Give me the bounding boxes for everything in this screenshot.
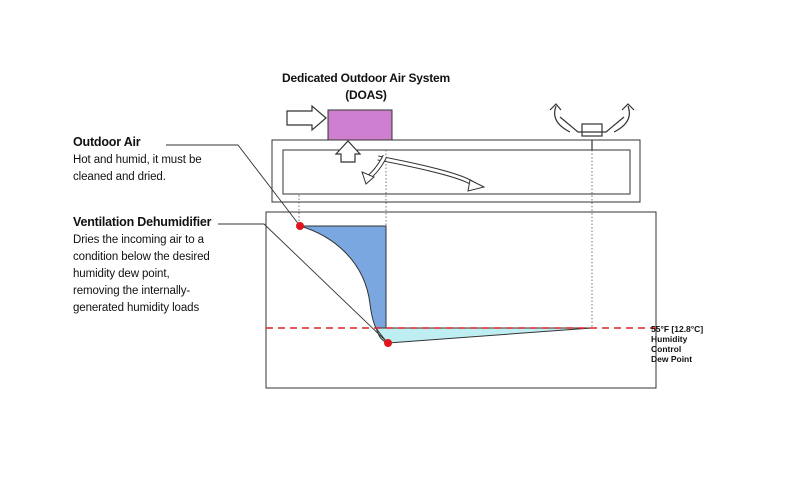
dew-point-label: 55°F [12.8°C] Humidity Control Dew Point bbox=[651, 324, 703, 364]
callout-description: Hot and humid, it must be cleaned and dr… bbox=[73, 154, 202, 183]
room-box bbox=[265, 211, 657, 389]
airflow-arrow-icon bbox=[361, 154, 486, 192]
duct-inner bbox=[282, 149, 631, 195]
arrow-up-icon bbox=[334, 140, 362, 163]
leader-lines bbox=[166, 144, 389, 344]
callout-title: Outdoor Air bbox=[73, 135, 141, 149]
duct-outer bbox=[271, 139, 641, 203]
fan-icon bbox=[549, 103, 635, 150]
outdoor-air-region bbox=[299, 225, 387, 329]
callout-title: Ventilation Dehumidifier bbox=[73, 215, 212, 229]
dehumidifier-marker bbox=[384, 339, 392, 347]
dew-point-line1: Humidity bbox=[651, 334, 688, 344]
dew-point-line2: Control bbox=[651, 344, 682, 354]
dew-point-line3: Dew Point bbox=[651, 354, 693, 364]
dew-point-temp: 55°F [12.8°C] bbox=[651, 324, 704, 334]
room-air-region bbox=[375, 327, 593, 344]
guide-lines bbox=[298, 150, 593, 328]
doas-unit bbox=[327, 109, 393, 141]
doas-title: Dedicated Outdoor Air System (DOAS) bbox=[266, 70, 466, 104]
outdoor-air-marker bbox=[296, 222, 304, 230]
callout-outdoor-air: Outdoor Air Hot and humid, it must be cl… bbox=[73, 135, 208, 186]
callout-ventilation-dehumidifier: Ventilation Dehumidifier Dries the incom… bbox=[73, 215, 215, 317]
doas-abbr: (DOAS) bbox=[345, 88, 387, 102]
callout-description: Dries the incoming air to a condition be… bbox=[73, 234, 210, 314]
ceiling-duct bbox=[271, 139, 641, 203]
doas-title-line: Dedicated Outdoor Air System bbox=[282, 71, 450, 85]
arrow-right-icon bbox=[286, 104, 327, 132]
